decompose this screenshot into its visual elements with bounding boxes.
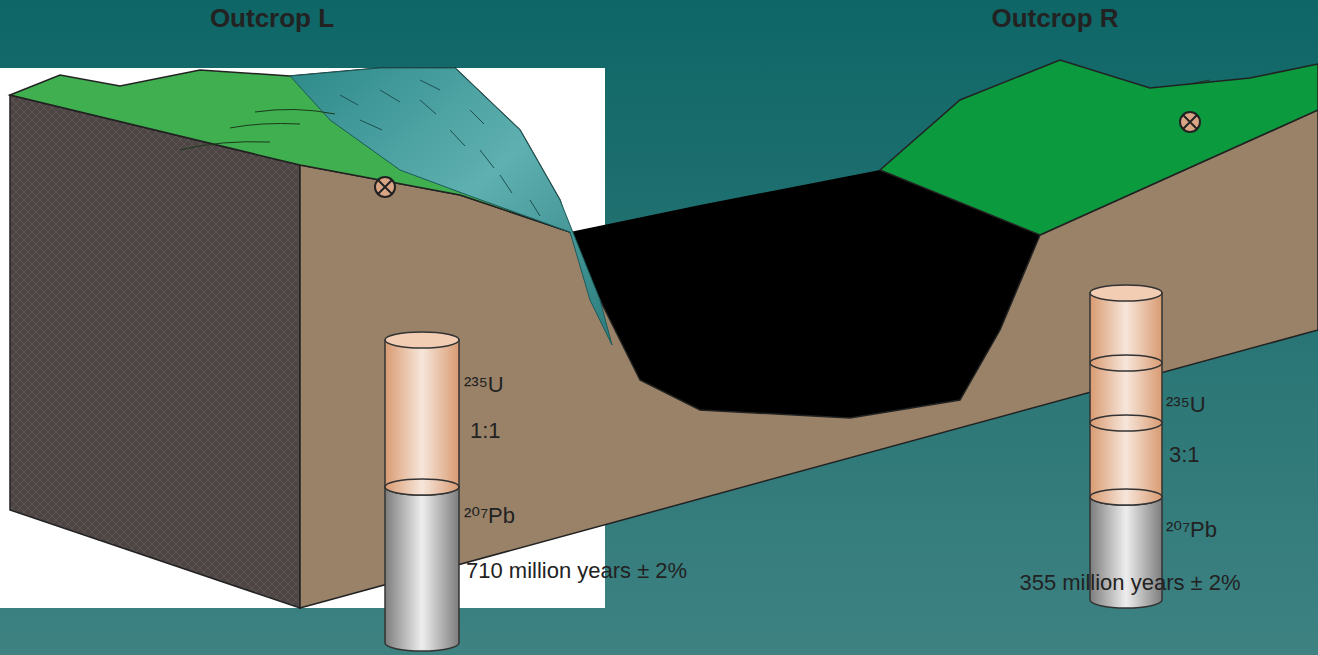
outcrop-title: Outcrop L xyxy=(210,4,334,34)
isotope-label: ²³⁵U xyxy=(464,372,504,397)
ratio-label: 3:1 xyxy=(1169,442,1200,467)
ratio-label: 1:1 xyxy=(470,418,501,443)
isotope-label: ²⁰⁷Pb xyxy=(1166,517,1217,542)
isotope-cylinder-r xyxy=(1090,285,1162,608)
sample-marker xyxy=(375,177,395,197)
outcrop-title: Outcrop R xyxy=(991,4,1118,34)
isotope-label: ²⁰⁷Pb xyxy=(464,503,515,528)
age-label: 355 million years ± 2% xyxy=(1019,570,1240,595)
isotope-label: ²³⁵U xyxy=(1166,392,1206,417)
river xyxy=(290,68,612,345)
side-face xyxy=(10,95,300,608)
sample-marker xyxy=(1180,112,1200,132)
water-ripples xyxy=(340,80,540,216)
outcrop-r-surface xyxy=(880,60,1318,235)
age-label: 710 million years ± 2% xyxy=(466,558,687,583)
isotope-cylinder-l xyxy=(385,332,459,651)
